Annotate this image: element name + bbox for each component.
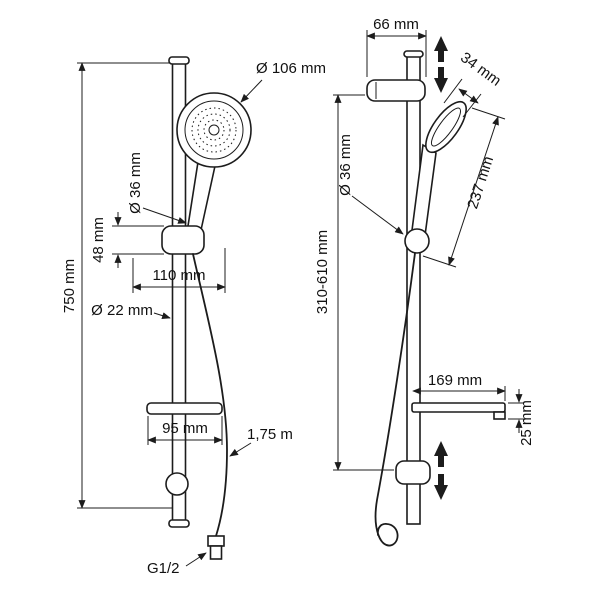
bar-top-cap-front (168, 56, 190, 65)
lock-knob-front (165, 472, 189, 496)
bar-top-cap-side (403, 50, 424, 58)
head-outer-ring (176, 92, 252, 168)
label-slider-diameter: Ø 36 mm (337, 134, 354, 196)
dim-head-offset: 110 mm (132, 248, 226, 293)
side-view: 66 mm 34 mm 237 mm Ø 36 mm 310-610 mm (314, 16, 535, 547)
connector-thread (209, 545, 223, 560)
soap-shelf-front (146, 402, 223, 415)
dim-shelf-depth: 169 mm (412, 372, 506, 401)
top-wall-bracket (366, 79, 426, 102)
head-center-cap (208, 124, 220, 136)
dim-connection-thread: G1/2 (147, 552, 207, 577)
adjust-arrows-bottom (434, 441, 448, 500)
arrow-down-icon (434, 67, 448, 93)
shower-handle-front (187, 161, 216, 232)
front-view: 750 mm Ø 106 mm Ø 36 mm 48 mm 110 mm (61, 56, 326, 577)
label-connection-thread: G1/2 (147, 560, 180, 577)
label-holder-diameter: Ø 36 mm (127, 152, 144, 214)
dim-bar-diameter: Ø 22 mm (91, 302, 171, 319)
label-shelf-width: 95 mm (162, 420, 208, 437)
holder-bracket-front (161, 225, 205, 255)
shower-head-front (176, 92, 252, 168)
dim-slider-diameter: Ø 36 mm (337, 134, 404, 235)
adjust-arrows-top (434, 36, 448, 93)
nozzle-ring-3 (203, 119, 225, 141)
slider-knob-side (404, 228, 430, 254)
dim-wall-distance: 66 mm (366, 16, 427, 77)
label-hose-length: 1,75 m (247, 426, 293, 443)
arrow-down-icon (434, 474, 448, 500)
soap-shelf-side (411, 402, 506, 420)
label-shelf-depth: 169 mm (428, 372, 482, 389)
head-inner-ring (184, 100, 244, 160)
hose-connector (207, 535, 225, 560)
label-head-diameter: Ø 106 mm (256, 60, 326, 77)
dim-overall-height: 750 mm (61, 62, 172, 509)
label-head-length: 237 mm (464, 154, 497, 211)
nozzle-ring-1 (191, 107, 237, 153)
label-holder-height: 48 mm (90, 217, 107, 263)
shower-hose-side (374, 252, 416, 547)
label-bar-diameter: Ø 22 mm (91, 302, 153, 319)
label-adjustment-range: 310-610 mm (314, 230, 331, 314)
label-shelf-height: 25 mm (518, 400, 535, 446)
nozzle-ring-2 (197, 113, 231, 147)
label-head-thickness: 34 mm (457, 49, 504, 90)
slide-bar-side (406, 55, 421, 525)
shelf-plate-side (411, 402, 506, 413)
shower-head-side (425, 100, 467, 154)
dim-shelf-width: 95 mm (147, 416, 223, 445)
connector-nut (207, 535, 225, 547)
label-wall-distance: 66 mm (373, 16, 419, 33)
arrow-up-icon (434, 36, 448, 62)
dim-adjustment-range: 310-610 mm (314, 94, 394, 471)
shelf-lip-side (493, 411, 506, 420)
label-overall-height: 750 mm (61, 259, 78, 313)
dim-hose-length: 1,75 m (229, 426, 293, 457)
bottom-wall-bracket (395, 460, 431, 485)
dim-head-diameter: Ø 106 mm (240, 60, 326, 103)
bar-bottom-cap-front (168, 519, 190, 528)
dim-holder-diameter: Ø 36 mm (127, 152, 187, 224)
head-body-side (425, 100, 467, 154)
dim-shelf-height: 25 mm (508, 389, 535, 446)
shower-hose-front (192, 253, 228, 537)
dim-holder-height: 48 mm (90, 212, 164, 268)
arrow-up-icon (434, 441, 448, 467)
label-head-offset: 110 mm (152, 267, 205, 284)
